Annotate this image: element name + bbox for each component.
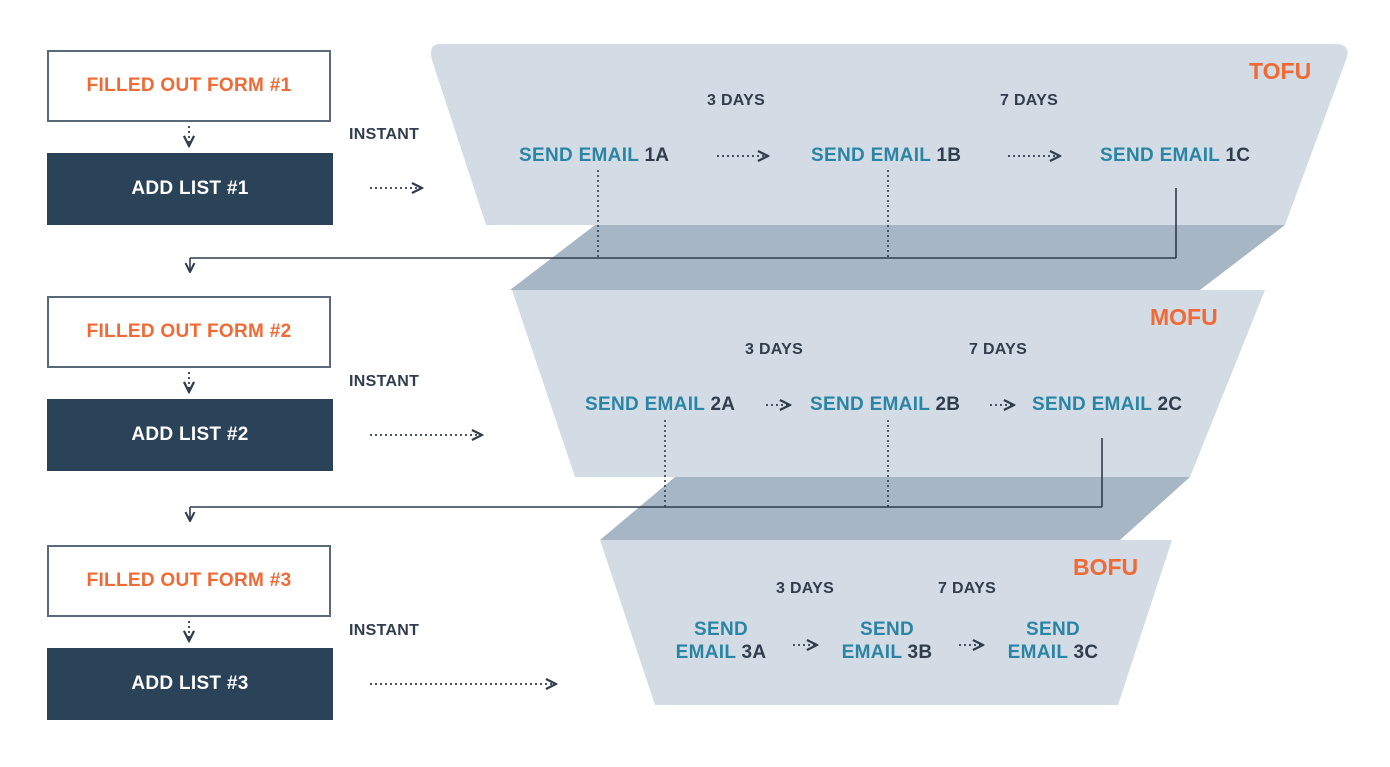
delay-label-3b: 7 DAYS bbox=[938, 580, 997, 597]
funnel-band-mofu bbox=[512, 290, 1265, 477]
form-box-3: FILLED OUT FORM #3 bbox=[47, 545, 331, 617]
form-label-3: FILLED OUT FORM #3 bbox=[86, 570, 292, 591]
form-box-1: FILLED OUT FORM #1 bbox=[47, 50, 331, 122]
list-label-1: ADD LIST #1 bbox=[131, 178, 249, 199]
email-node-2b: SEND EMAIL 2B bbox=[810, 394, 961, 415]
stage-label-mofu: MOFU bbox=[1150, 304, 1218, 330]
list-label-3: ADD LIST #3 bbox=[131, 673, 249, 694]
form-box-2: FILLED OUT FORM #2 bbox=[47, 296, 331, 368]
funnel-shadow-2 bbox=[600, 477, 1190, 540]
instant-label-3: INSTANT bbox=[349, 622, 420, 639]
delay-label-2b: 7 DAYS bbox=[969, 341, 1028, 358]
delay-label-1b: 7 DAYS bbox=[1000, 92, 1059, 109]
instant-label-1: INSTANT bbox=[349, 126, 420, 143]
email-node-2c: SEND EMAIL 2C bbox=[1032, 394, 1183, 415]
delay-label-3a: 3 DAYS bbox=[776, 580, 835, 597]
email-node-1b: SEND EMAIL 1B bbox=[811, 145, 962, 166]
funnel-band-tofu bbox=[431, 44, 1348, 225]
funnel-band-bofu bbox=[600, 540, 1172, 705]
instant-label-2: INSTANT bbox=[349, 373, 420, 390]
delay-label-2a: 3 DAYS bbox=[745, 341, 804, 358]
list-box-2: ADD LIST #2 bbox=[47, 399, 333, 471]
stage-label-tofu: TOFU bbox=[1249, 58, 1312, 84]
email-node-1a: SEND EMAIL 1A bbox=[519, 145, 670, 166]
list-label-2: ADD LIST #2 bbox=[131, 424, 249, 445]
stage-label-bofu: BOFU bbox=[1073, 554, 1139, 580]
list-box-3: ADD LIST #3 bbox=[47, 648, 333, 720]
delay-label-1a: 3 DAYS bbox=[707, 92, 766, 109]
email-node-1c: SEND EMAIL 1C bbox=[1100, 145, 1251, 166]
list-box-1: ADD LIST #1 bbox=[47, 153, 333, 225]
form-label-2: FILLED OUT FORM #2 bbox=[86, 321, 292, 342]
form-label-1: FILLED OUT FORM #1 bbox=[86, 75, 292, 96]
email-node-2a: SEND EMAIL 2A bbox=[585, 394, 736, 415]
